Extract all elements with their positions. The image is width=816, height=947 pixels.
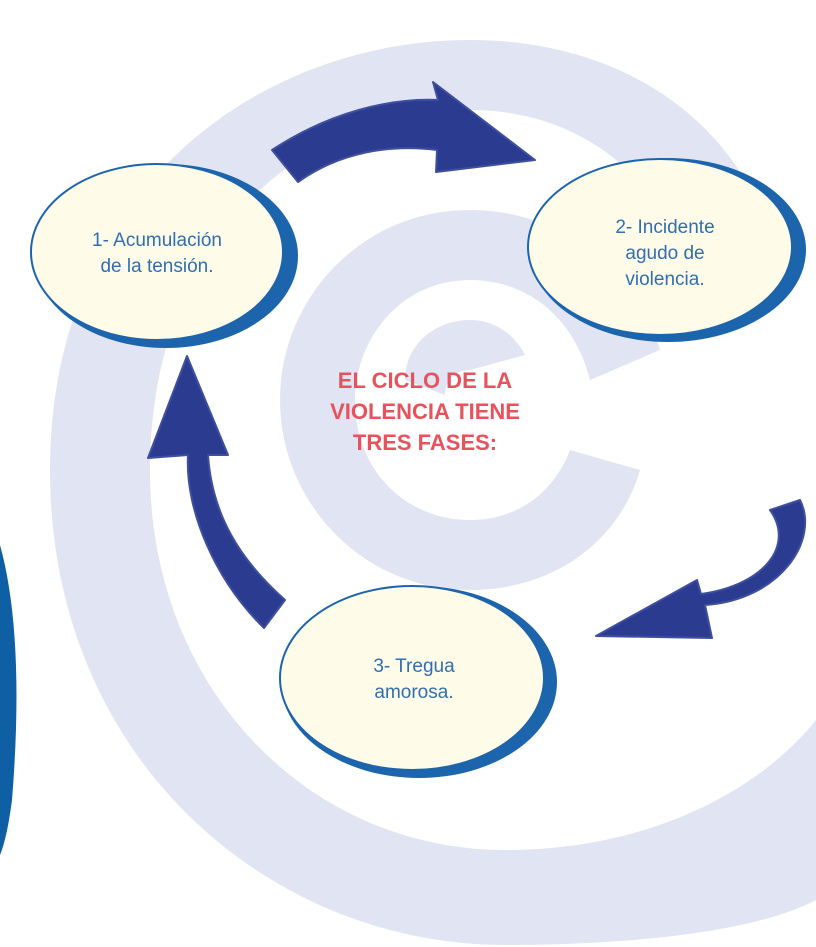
phase-node-2: 2- Incidente agudo de violencia. [527,158,806,342]
phase-node-3: 3- Tregua amorosa. [279,585,557,778]
title-line-3: TRES FASES: [353,430,497,455]
title-line-1: EL CICLO DE LA [338,368,512,393]
title-line-2: VIOLENCIA TIENE [330,399,520,424]
arrow-phase1-to-phase2 [271,81,536,183]
arrow-phase3-to-phase1 [147,355,286,629]
phase-2-line-3: violencia. [625,269,704,290]
phase-3-line-2: amorosa. [374,682,453,703]
diagram-title: EL CICLO DE LA VIOLENCIA TIENE TRES FASE… [330,368,520,455]
spiral-outer-ring [50,40,816,945]
phase-1-line-2: de la tensión. [100,256,213,277]
phase-node-1: 1- Acumulación de la tensión. [30,163,298,348]
left-blue-band [0,545,17,855]
cycle-arrows [147,81,806,639]
phase-3-line-1: 3- Tregua [373,656,455,677]
phase-2-line-1: 2- Incidente [615,217,714,238]
phase-1-line-1: 1- Acumulación [92,230,222,251]
phase-2-line-2: agudo de [625,243,704,264]
arrow-phase2-to-phase3 [595,499,806,639]
spiral-core [405,320,525,395]
